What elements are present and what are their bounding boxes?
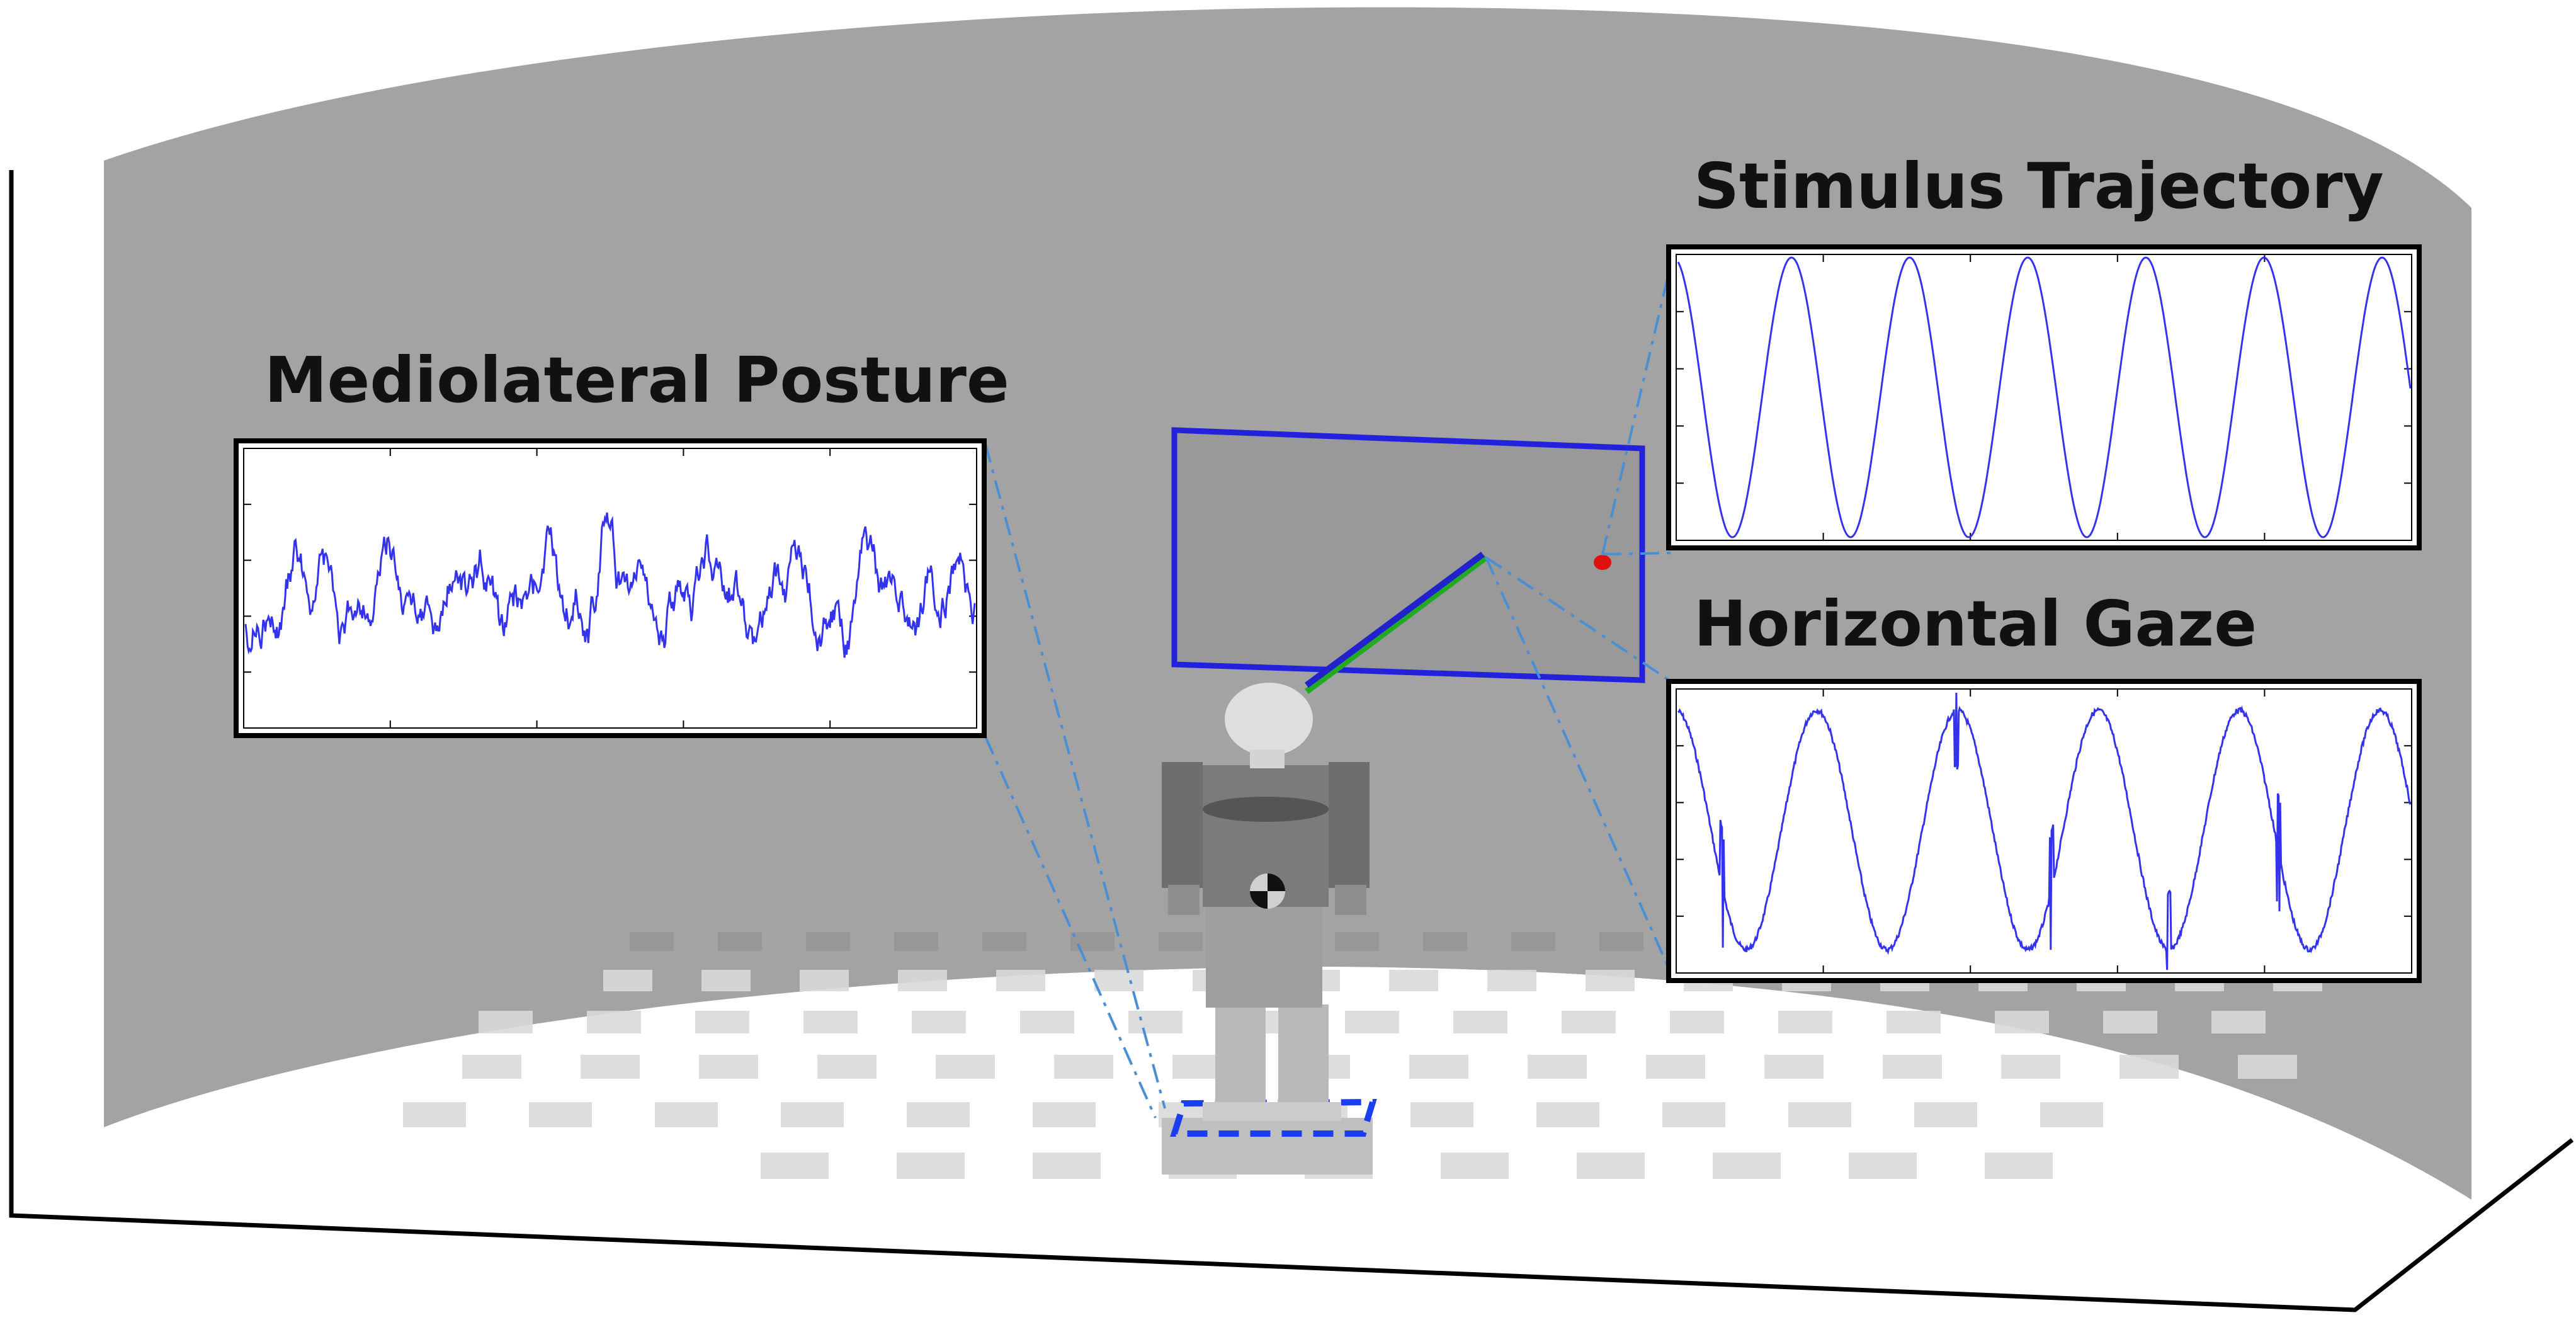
- floor-tile: [603, 970, 652, 991]
- floor-tile: [718, 932, 762, 951]
- floor-tile: [1887, 1011, 1941, 1033]
- floor-tile: [1441, 1152, 1509, 1179]
- posture-plot-frame: [234, 438, 987, 738]
- floor-tile: [1094, 970, 1143, 991]
- stimulus-title: Stimulus Trajectory: [1694, 149, 2384, 223]
- floor-tile: [1849, 1152, 1917, 1179]
- floor-tile: [1536, 1102, 1599, 1127]
- floor-tile: [1335, 932, 1379, 951]
- floor-tile: [1995, 1011, 2049, 1033]
- floor-tile: [1788, 1102, 1851, 1127]
- gaze-plot-frame: [1666, 679, 2422, 983]
- floor-tile: [2211, 1011, 2266, 1033]
- floor-tile: [1985, 1152, 2053, 1179]
- floor-tile: [817, 1055, 877, 1079]
- floor-tile: [2103, 1011, 2157, 1033]
- room-axis-lines: [9, 170, 2574, 1312]
- posture-title: Mediolateral Posture: [264, 343, 1009, 417]
- floor-tile: [1562, 1011, 1616, 1033]
- gaze-vector-blue: [1305, 551, 1485, 688]
- floor-tile: [1487, 970, 1536, 991]
- floor-tile: [1389, 970, 1438, 991]
- floor-tile: [1054, 1055, 1113, 1079]
- floor-tile: [1423, 932, 1467, 951]
- floor-tile: [806, 932, 850, 951]
- floor-tile: [936, 1055, 995, 1079]
- floor-tile: [587, 1011, 641, 1033]
- force-plate: [1162, 1118, 1373, 1175]
- floor-tile: [1070, 932, 1115, 951]
- floor-tile: [1586, 970, 1635, 991]
- floor-tile: [581, 1055, 640, 1079]
- floor-tile: [996, 970, 1045, 991]
- floor-tile: [695, 1011, 749, 1033]
- floor-tile: [2119, 1055, 2179, 1079]
- floor-tile: [1662, 1102, 1725, 1127]
- stimulus-trace: [1677, 256, 2412, 538]
- posture-trace: [244, 512, 976, 658]
- floor-tile: [1577, 1152, 1645, 1179]
- floor-tile: [655, 1102, 718, 1127]
- horizontal-gaze-chart: Horizontal Gaze: [1666, 587, 2422, 983]
- floor-tile: [761, 1152, 829, 1179]
- floor-tile: [2001, 1055, 2060, 1079]
- floor-tile: [1764, 1055, 1824, 1079]
- humanoid-figure: [1162, 683, 1377, 1175]
- force-plate-outline: [1170, 1098, 1377, 1137]
- floor-tile: [1453, 1011, 1507, 1033]
- gaze-trace: [1677, 692, 2412, 970]
- floor-tile: [898, 970, 947, 991]
- floor-tile: [1778, 1011, 1832, 1033]
- center-of-mass-icon: [1250, 873, 1285, 909]
- gaze-vector-green: [1305, 554, 1488, 695]
- head: [1225, 683, 1313, 756]
- floor-tile: [1128, 1011, 1183, 1033]
- checkerboard-floor-tiles: [403, 932, 2322, 1179]
- stimulus-plot-frame: [1666, 244, 2422, 550]
- floor-tile: [1020, 1011, 1074, 1033]
- floor-tile: [907, 1102, 970, 1127]
- floor-tile: [1528, 1055, 1587, 1079]
- floor-tile: [800, 970, 849, 991]
- floor-tile: [1159, 932, 1203, 951]
- floor-tile: [1670, 1011, 1724, 1033]
- floor-tile: [701, 970, 751, 991]
- floor-tile: [1511, 932, 1555, 951]
- floor-tile: [2238, 1055, 2297, 1079]
- floor-tile: [699, 1055, 758, 1079]
- floor-tile: [1033, 1152, 1101, 1179]
- floor-tile: [803, 1011, 858, 1033]
- floor-tile: [1646, 1055, 1705, 1079]
- floor-tile: [1883, 1055, 1942, 1079]
- leader-lines: [984, 251, 1675, 1118]
- floor-tile: [2040, 1102, 2103, 1127]
- floor-tile: [912, 1011, 966, 1033]
- floor-tile: [982, 932, 1026, 951]
- floor-tile: [630, 932, 674, 951]
- mediolateral-posture-chart: Mediolateral Posture: [234, 343, 1009, 738]
- red-dot-target: [1594, 555, 1611, 570]
- gaze-title: Horizontal Gaze: [1694, 587, 2257, 661]
- floor-tile: [1345, 1011, 1399, 1033]
- floor-tile: [1409, 1055, 1468, 1079]
- stimulus-trajectory-chart: Stimulus Trajectory: [1666, 149, 2422, 550]
- floor-tile: [894, 932, 938, 951]
- floor-tile: [403, 1102, 466, 1127]
- floor-tile: [1033, 1102, 1096, 1127]
- floor-tile: [1914, 1102, 1977, 1127]
- floor-tile: [1410, 1102, 1473, 1127]
- floor-tile: [479, 1011, 533, 1033]
- floor-tile: [1713, 1152, 1781, 1179]
- projection-screen: [1171, 427, 1645, 683]
- floor-tile: [462, 1055, 521, 1079]
- floor-tile: [897, 1152, 965, 1179]
- floor-tile: [781, 1102, 844, 1127]
- floor-tile: [529, 1102, 592, 1127]
- floor-tile: [1599, 932, 1643, 951]
